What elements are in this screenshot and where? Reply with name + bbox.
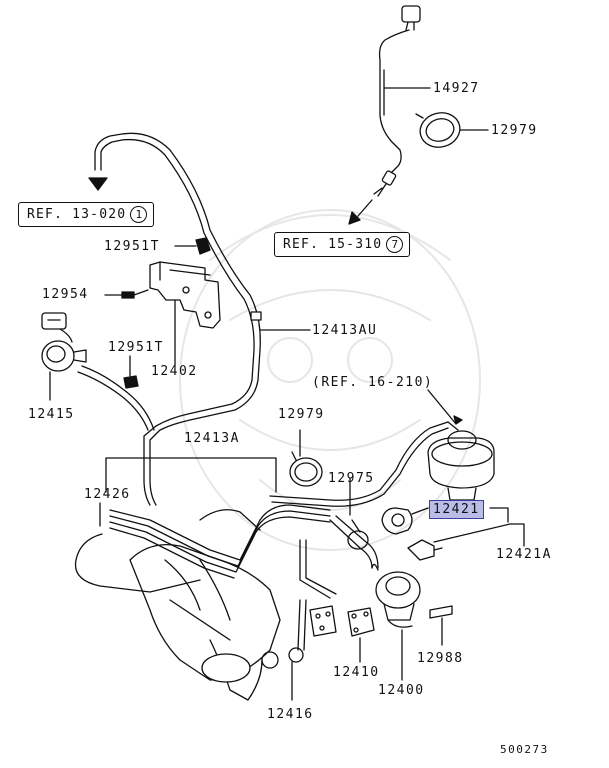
label-12988: 12988 <box>417 651 464 666</box>
leader-ref-16 <box>427 389 457 425</box>
label-12413A: 12413A <box>184 431 240 446</box>
hose-clamp-12979-top <box>415 112 461 148</box>
label-12979-top: 12979 <box>491 123 538 138</box>
ref-15-310-num: 7 <box>386 236 404 253</box>
arrow-ref-15 <box>357 199 373 217</box>
ref-13-020-text: REF. 13-020 <box>27 207 127 222</box>
ref-13-020-num: 1 <box>130 206 148 223</box>
bracket-12402 <box>149 261 221 351</box>
solenoid-valve-12415 <box>41 312 155 431</box>
intake-manifold <box>129 509 281 701</box>
label-12951T-top: 12951T <box>104 239 160 254</box>
label-14927: 14927 <box>433 81 480 96</box>
ref-13-020-box[interactable]: REF. 13-020 1 <box>18 202 155 227</box>
label-12410: 12410 <box>333 665 380 680</box>
label-12413AU: 12413AU <box>312 323 378 338</box>
clip-12951T-mid <box>123 355 139 389</box>
diagram-id: 500273 <box>500 743 549 756</box>
label-12421[interactable]: 12421 <box>429 500 484 519</box>
label-12426: 12426 <box>84 487 131 502</box>
arrow-ref-13 <box>88 177 108 191</box>
arrow-ref-16-head <box>453 415 463 425</box>
vacuum-hose-12413AU <box>94 132 262 506</box>
gasket-12410 <box>347 607 375 663</box>
egr-valve-12400 <box>371 563 421 628</box>
sensor-12421 <box>381 507 413 535</box>
label-12954: 12954 <box>42 287 89 302</box>
ref-15-310-box[interactable]: REF. 15-310 7 <box>274 232 411 257</box>
hose-clamp-12979-mid <box>289 451 323 487</box>
clip-12975 <box>347 477 369 550</box>
pipe-12416 <box>288 605 337 701</box>
label-12951T-mid: 12951T <box>108 340 164 355</box>
watermark-logo <box>179 209 481 551</box>
label-12415: 12415 <box>28 407 75 422</box>
sensor-12421A <box>407 539 443 561</box>
label-ref-16-210: (REF. 16-210) <box>312 375 434 390</box>
arrow-ref-15-head <box>348 211 361 225</box>
label-12421A: 12421A <box>496 547 552 562</box>
leader-12413A <box>105 457 277 493</box>
leader-12421 <box>411 507 525 547</box>
label-12402: 12402 <box>151 364 198 379</box>
label-12979-mid: 12979 <box>278 407 325 422</box>
bolt-12988 <box>429 605 453 646</box>
oxygen-sensor-harness <box>373 5 421 197</box>
label-12416: 12416 <box>267 707 314 722</box>
bolt-12954 <box>104 289 149 299</box>
ref-15-310-text: REF. 15-310 <box>283 237 383 252</box>
vacuum-hose-bundle <box>74 421 449 651</box>
clip-12951T-top <box>174 237 211 255</box>
label-12975: 12975 <box>328 471 375 486</box>
label-12400: 12400 <box>378 683 425 698</box>
